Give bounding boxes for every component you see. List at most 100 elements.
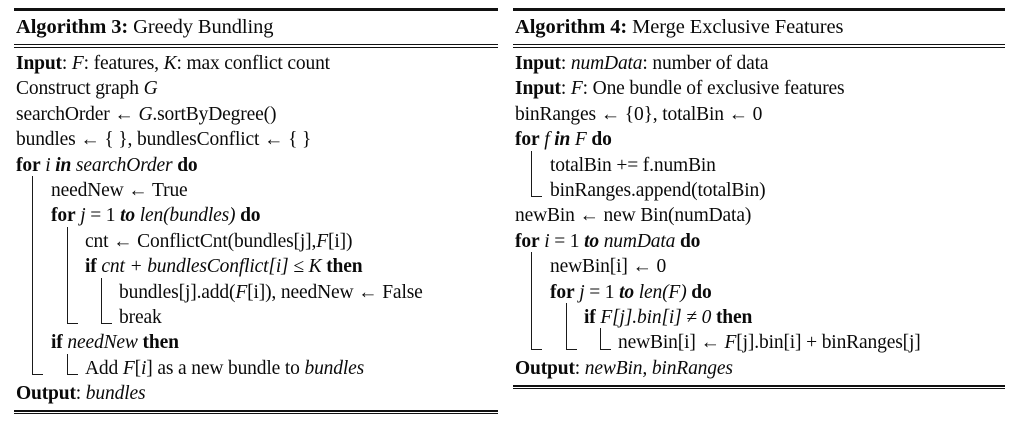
code-token: ≤ — [288, 256, 309, 278]
algorithm-title: Algorithm 4: Merge Exclusive Features — [513, 11, 1005, 44]
block-guide-foot — [600, 348, 611, 350]
code-token: newBin, binRanges — [584, 357, 733, 379]
block-guide-foot — [67, 374, 78, 376]
code-token: then — [326, 256, 363, 278]
block-guide-bar — [101, 277, 102, 324]
algorithm-top-rule — [14, 8, 498, 11]
code-token: : features, — [83, 53, 164, 74]
code-token: = 1 — [584, 281, 620, 303]
code-token: newBin[i] ← — [618, 332, 725, 354]
code-token: Construct graph — [16, 78, 144, 100]
code-token: to — [619, 281, 634, 303]
algorithm-line: bundles[j].add(F[i]), needNew ← False — [16, 280, 498, 305]
code-token: bundles[j].add( — [119, 281, 236, 303]
code-token: binRanges ← {0}, totalBin ← 0 — [515, 103, 763, 125]
algorithm-name: Greedy Bundling — [133, 16, 274, 38]
code-token: to — [584, 230, 599, 252]
code-token: : — [560, 78, 571, 100]
algorithm-line: for j = 1 to len(F) do — [515, 280, 1005, 305]
code-token: if — [51, 332, 63, 354]
code-token: .sortByDegree() — [152, 103, 277, 125]
algorithm-line: for j = 1 to len(bundles) do — [16, 203, 498, 228]
block-guide-bar — [67, 226, 68, 324]
block-guide-foot — [67, 323, 78, 325]
code-token: for — [550, 281, 575, 303]
code-token: needNew ← True — [51, 179, 188, 201]
algorithm-title-rule — [513, 44, 1005, 48]
block-guide-foot — [531, 348, 542, 350]
algorithm-label: Algorithm 3: — [16, 16, 129, 38]
code-token: [ — [134, 357, 142, 379]
code-token: newBin ← new Bin(numData) — [515, 205, 752, 227]
algorithm-line: Output: newBin, binRanges — [515, 356, 1005, 381]
code-token: if — [584, 306, 596, 328]
code-token: K — [308, 256, 322, 278]
code-token: F — [71, 53, 84, 74]
code-token: for — [16, 154, 41, 176]
code-token: in — [554, 129, 571, 151]
code-token: F — [235, 281, 248, 303]
code-token: to — [120, 205, 135, 227]
algorithm-line: for f in F do — [515, 127, 1005, 152]
code-token: do — [240, 205, 261, 227]
code-token: F — [574, 129, 587, 151]
code-token: bundles ← { }, bundlesConflict ← { } — [16, 129, 312, 151]
code-token: G — [143, 78, 158, 100]
code-token: i — [140, 357, 147, 379]
algorithm-block-4: Algorithm 4: Merge Exclusive Features In… — [513, 8, 1005, 390]
code-token: searchOrder ← — [16, 103, 139, 125]
code-token: needNew — [67, 332, 138, 354]
algorithm-line: cnt ← ConflictCnt(bundles[j],F[i]) — [16, 229, 498, 254]
code-token: do — [679, 230, 701, 252]
algorithm-line: for i in searchOrder do — [16, 153, 498, 178]
algorithm-block-3: Algorithm 3: Greedy Bundling Input: F: f… — [14, 8, 498, 415]
code-token: j — [80, 205, 86, 227]
block-guide-bar — [600, 328, 601, 349]
code-token: i — [45, 154, 51, 176]
block-guide-bar — [67, 353, 68, 375]
code-token: do — [177, 154, 198, 176]
code-token: : — [560, 53, 571, 74]
code-token: f — [544, 129, 550, 151]
code-token: bundles — [85, 383, 146, 405]
algorithm-line: Add F[i] as a new bundle to bundles — [16, 356, 498, 381]
code-token: break — [119, 306, 162, 328]
code-token: [i]) — [328, 230, 353, 252]
code-token: G — [138, 103, 153, 125]
code-token: j — [579, 281, 585, 303]
code-token: ≠ — [681, 306, 702, 328]
code-token: binRanges.append(totalBin) — [550, 179, 766, 201]
code-token: F[j].bin[i] — [600, 306, 682, 328]
code-token: do — [691, 281, 712, 303]
block-guide-foot — [531, 196, 542, 198]
block-guide-foot — [101, 323, 112, 325]
code-token: = 1 — [85, 205, 121, 227]
code-token: cnt + bundlesConflict[i] — [101, 256, 289, 278]
code-token: Output — [515, 357, 575, 379]
code-token: then — [715, 306, 753, 328]
block-guide-foot — [32, 374, 43, 376]
algorithm-line: for i = 1 to numData do — [515, 229, 1005, 254]
code-token: Input — [515, 53, 561, 74]
algorithm-line: needNew ← True — [16, 178, 498, 203]
algorithm-line: if needNew then — [16, 330, 498, 355]
code-token: numData — [603, 230, 676, 252]
algorithm-line: Input: F: features, K: max conflict coun… — [16, 51, 498, 76]
block-guide-bar — [566, 303, 567, 349]
algorithm-label: Algorithm 4: — [515, 16, 628, 38]
code-token: F — [668, 281, 681, 303]
code-token: for — [515, 230, 540, 252]
algorithm-line: newBin[i] ← F[j].bin[i] + binRanges[j] — [515, 330, 1005, 355]
code-token: F — [570, 78, 583, 100]
code-token: Add — [85, 357, 123, 379]
code-token: len(bundles) — [139, 205, 236, 227]
block-guide-bar — [531, 150, 532, 197]
algorithm-line: totalBin += f.numBin — [515, 153, 1005, 178]
code-token: for — [51, 205, 76, 227]
algorithm-bottom-rule — [14, 410, 498, 415]
algorithm-line: newBin ← new Bin(numData) — [515, 203, 1005, 228]
algorithm-line: Construct graph G — [16, 76, 498, 101]
code-token: cnt ← ConflictCnt(bundles[j], — [85, 230, 317, 252]
block-guide-bar — [531, 252, 532, 349]
